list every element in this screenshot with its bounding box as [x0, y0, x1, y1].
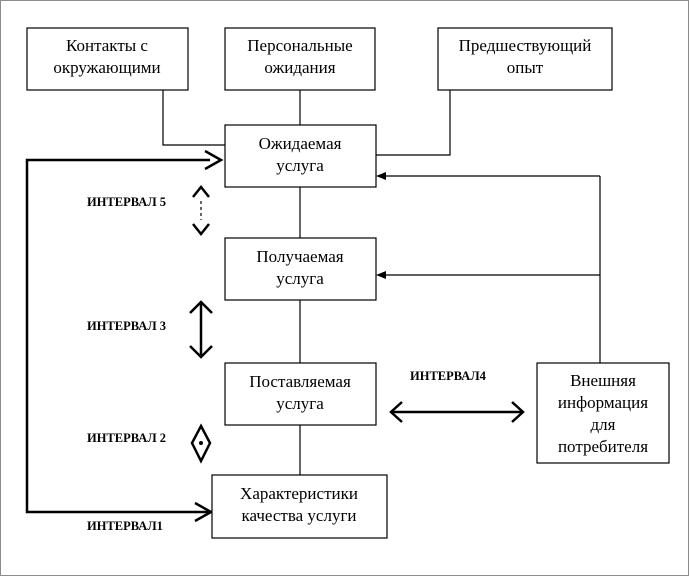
- box-contacts-line2: окружающими: [53, 58, 160, 77]
- connector-contacts: [162, 90, 225, 146]
- box-quality-line1: Характеристики: [240, 484, 358, 503]
- connectors: [162, 90, 601, 475]
- box-contacts: Контакты с окружающими: [26, 27, 189, 91]
- box-personal-line1: Персональные: [247, 36, 352, 55]
- box-received-line1: Получаемая: [256, 247, 343, 266]
- left-loop-arrow: [25, 149, 224, 523]
- box-prior-line2: опыт: [507, 58, 544, 77]
- interval-5-label: ИНТЕРВАЛ 5: [87, 195, 166, 209]
- box-quality-characteristics: Характеристики качества услуги: [211, 474, 388, 539]
- feedback-to-expected-arrowhead: [376, 172, 386, 180]
- box-expected-service: Ожидаемая услуга: [224, 124, 377, 188]
- box-prior-line1: Предшествующий: [459, 36, 592, 55]
- connector-prior: [376, 90, 451, 156]
- interval-4-label: ИНТЕРВАЛ4: [410, 369, 487, 383]
- box-external-line2: информация: [558, 393, 648, 412]
- interval-2-arrow: [190, 423, 212, 464]
- box-delivered-line1: Поставляемая: [249, 372, 351, 391]
- box-external-line3: для: [591, 415, 616, 434]
- interval-1-label: ИНТЕРВАЛ1: [87, 519, 163, 533]
- left-loop-arrowhead-top: [204, 149, 224, 171]
- box-received-line2: услуга: [276, 269, 324, 288]
- box-external-information: Внешняя информация для потребителя: [536, 362, 670, 464]
- box-received-service: Получаемая услуга: [224, 237, 377, 301]
- box-quality-line2: качества услуги: [241, 506, 356, 525]
- box-external-line1: Внешняя: [570, 371, 636, 390]
- box-prior-experience: Предшествующий опыт: [437, 27, 613, 91]
- box-external-line4: потребителя: [558, 437, 648, 456]
- box-delivered-line2: услуга: [276, 394, 324, 413]
- box-contacts-line1: Контакты с: [66, 36, 148, 55]
- box-expected-line1: Ожидаемая: [259, 134, 342, 153]
- interval-3-label: ИНТЕРВАЛ 3: [87, 319, 166, 333]
- interval-3-arrow: [189, 300, 213, 359]
- interval-4-arrow: [389, 401, 525, 423]
- box-personal-expectations: Персональные ожидания: [224, 27, 376, 91]
- box-expected-line2: услуга: [276, 156, 324, 175]
- left-loop-arrowhead-bottom: [194, 501, 214, 523]
- interval-5-arrow: [192, 184, 210, 237]
- box-personal-line2: ожидания: [264, 58, 335, 77]
- interval-2-label: ИНТЕРВАЛ 2: [87, 431, 166, 445]
- feedback-to-received-arrowhead: [376, 271, 386, 279]
- left-loop-line: [25, 158, 210, 514]
- box-delivered-service: Поставляемая услуга: [224, 362, 377, 426]
